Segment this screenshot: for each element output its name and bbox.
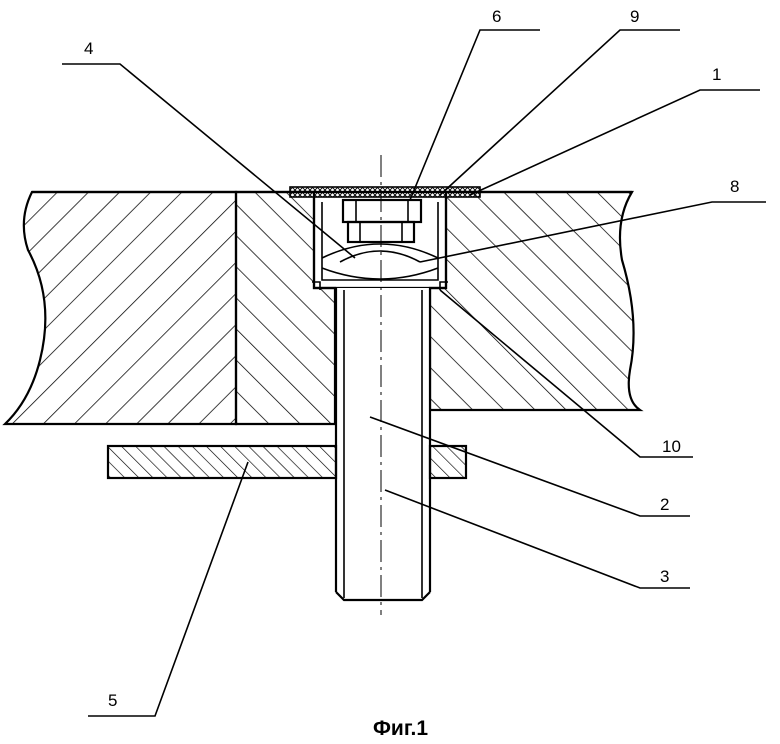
leader-4	[62, 63, 356, 259]
reference-numerals: 4 6 9 1 8 10 2 3 5	[84, 7, 739, 710]
middle-plate	[234, 190, 337, 426]
label-5: 5	[108, 691, 117, 710]
left-plate	[2, 190, 238, 426]
leader-6	[409, 29, 540, 201]
washer-plate	[106, 444, 468, 480]
cover-cap	[289, 186, 481, 198]
right-plate	[428, 190, 644, 412]
leader-8	[419, 201, 766, 263]
label-1: 1	[712, 65, 721, 84]
label-4: 4	[84, 39, 93, 58]
label-6: 6	[492, 7, 501, 26]
label-2: 2	[660, 495, 669, 514]
label-8: 8	[730, 177, 739, 196]
leader-1	[469, 89, 760, 196]
figure-caption: Фиг.1	[373, 717, 428, 740]
leader-3	[384, 489, 690, 589]
label-3: 3	[660, 567, 669, 586]
leader-2	[369, 416, 690, 517]
nut	[341, 198, 423, 244]
bolt-shaft	[334, 288, 432, 602]
leader-5	[88, 461, 249, 717]
leader-lines	[62, 29, 766, 717]
leader-10	[439, 289, 693, 458]
label-9: 9	[630, 7, 639, 26]
leader-9	[439, 29, 680, 196]
label-10: 10	[662, 437, 681, 456]
spring-element	[321, 243, 439, 280]
